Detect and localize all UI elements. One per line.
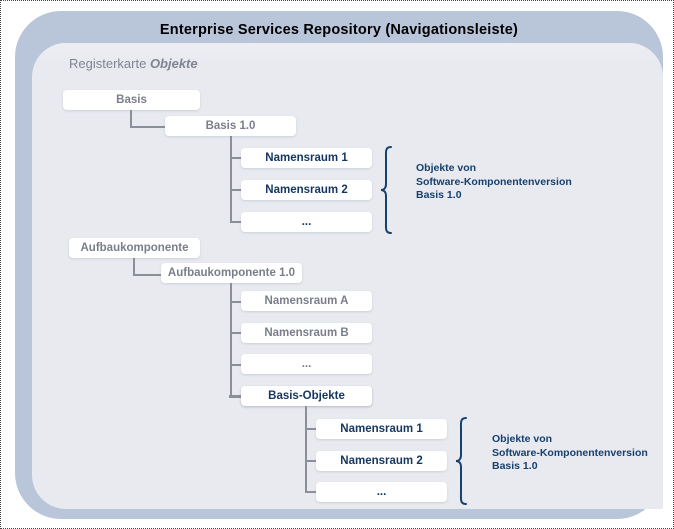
annotation-bottom: Objekte von Software-Komponentenversion … [492, 433, 648, 474]
annotation-bottom-line3: Basis 1.0 [492, 460, 538, 473]
connector-basis-horizontal [130, 126, 166, 128]
node-aufbau-ellipsis[interactable]: ... [241, 354, 372, 374]
node-g3-namensraum-ellipsis[interactable]: ... [316, 482, 447, 502]
connector-aufbau-spine [230, 283, 232, 397]
node-g3-namensraum-1[interactable]: Namensraum 1 [316, 419, 447, 439]
annotation-top-line1: Objekte von [416, 162, 477, 174]
connector-lower-in [229, 395, 245, 397]
node-namensraum-b[interactable]: Namensraum B [241, 323, 372, 343]
connector-stub-g3-ellipsis [305, 491, 317, 493]
connector-stub-g3-ns1 [305, 428, 317, 430]
annotation-bottom-line2: Software-Komponentenversion [492, 446, 648, 459]
node-aufbaukomponente-1-0[interactable]: Aufbaukomponente 1.0 [161, 263, 302, 283]
connector-stub-nsA [230, 301, 242, 303]
page-title: Enterprise Services Repository (Navigati… [159, 22, 519, 38]
connector-stub-ns2 [230, 189, 242, 191]
tab-caption: Registerkarte Objekte [69, 56, 198, 71]
node-namensraum-a[interactable]: Namensraum A [241, 291, 372, 311]
connector-aufbau-vertical [133, 258, 135, 276]
node-namensraum-ellipsis[interactable]: ... [241, 212, 372, 232]
annotation-bottom-line1: Objekte von [492, 433, 553, 445]
connector-basis-vertical [130, 110, 132, 128]
connector-stub-ns1 [230, 157, 242, 159]
connector-aufbau-horizontal [133, 274, 162, 276]
node-basis[interactable]: Basis [63, 90, 200, 110]
connector-stub-nsB [230, 332, 242, 334]
node-g3-namensraum-2[interactable]: Namensraum 2 [316, 451, 447, 471]
connector-group3-spine [305, 406, 307, 492]
connector-stub-ns3 [230, 221, 242, 223]
node-basis-objekte-lower[interactable]: Basis-Objekte [241, 386, 372, 406]
tab-caption-prefix: Registerkarte [69, 56, 147, 71]
connector-basis-spine [230, 136, 232, 222]
node-namensraum-1[interactable]: Namensraum 1 [241, 148, 372, 168]
annotation-top-line2: Software-Komponentenversion [416, 175, 572, 188]
title-bar: Enterprise Services Repository (Navigati… [15, 11, 663, 49]
node-namensraum-2[interactable]: Namensraum 2 [241, 180, 372, 200]
connector-stub-g3-ns2 [305, 460, 317, 462]
node-basis-1-0[interactable]: Basis 1.0 [165, 116, 296, 136]
annotation-top: Objekte von Software-Komponentenversion … [416, 162, 572, 203]
node-aufbaukomponente[interactable]: Aufbaukomponente [69, 238, 200, 258]
tab-caption-name: Objekte [149, 56, 198, 71]
connector-basis-objekte-in [229, 396, 243, 398]
annotation-top-line3: Basis 1.0 [416, 189, 462, 202]
connector-stub-aufbau-ellipsis [230, 364, 242, 366]
